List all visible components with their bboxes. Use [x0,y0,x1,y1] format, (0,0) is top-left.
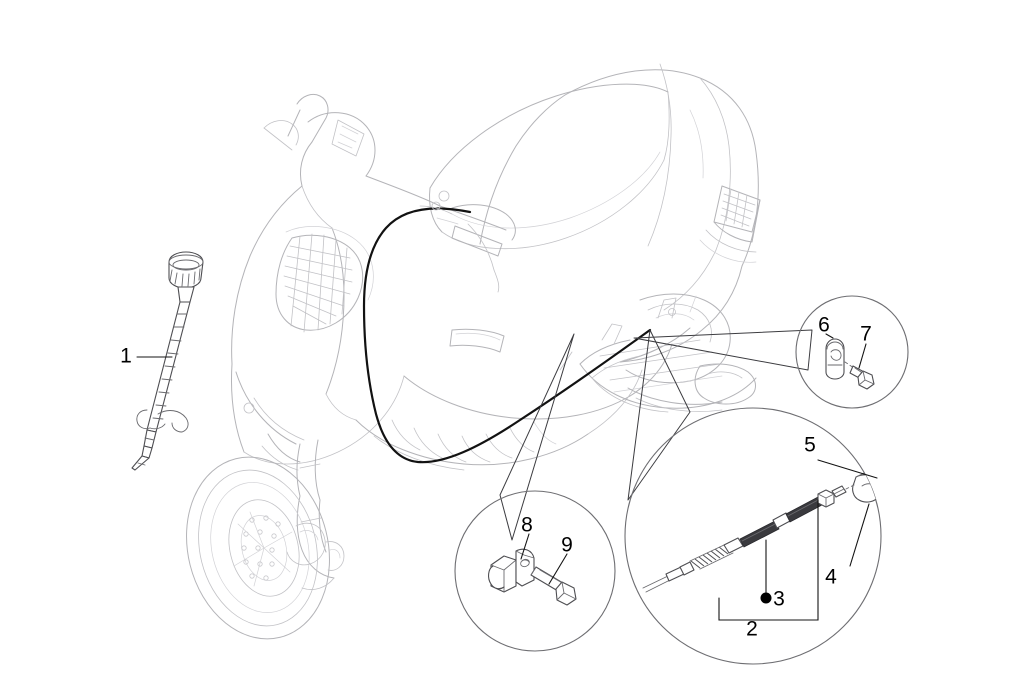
scooter-handlebar [263,93,516,293]
scooter-outline [186,63,761,640]
pointer-cones [499,329,813,541]
callout-1: 1 [120,345,132,368]
clamp-callout-leaders [825,333,867,369]
scooter-legshield [231,185,405,465]
callout-5: 5 [804,434,816,457]
callout-2: 2 [746,618,758,641]
bracket-callout-leaders [520,533,568,585]
scooter-rear-body [479,63,761,363]
cone-to-bracket-circle [499,333,575,541]
callout-numbers: 1 2 3 4 5 6 7 8 9 [120,314,872,641]
part-dipstick [131,251,204,471]
callout-7: 7 [860,323,872,346]
cone-to-clamp-circle [633,329,813,371]
cable-clip-detail [419,205,453,215]
cable-callout-leaders [718,459,878,621]
control-cable-routing [362,207,652,464]
callout-6: 6 [818,314,830,337]
detail-circle-bracket [454,490,616,652]
callout-9: 9 [561,534,573,557]
callout-4: 4 [825,566,837,589]
scooter-seat [429,83,670,250]
callout-8: 8 [521,514,533,537]
scooter-engine [559,293,757,413]
cone-to-cable-circle [627,329,691,501]
detail-circle-clamp [795,295,909,409]
scooter-front-wheel [186,433,345,640]
callout-3: 3 [773,588,785,611]
